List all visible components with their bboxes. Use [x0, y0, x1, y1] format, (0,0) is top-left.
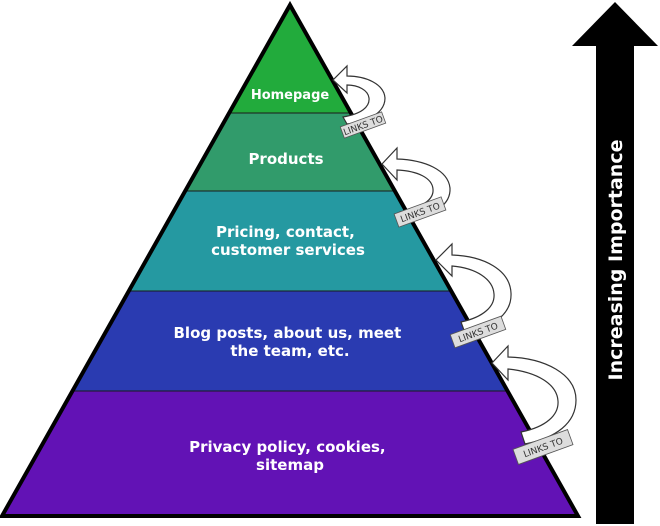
tier-label-blog: Blog posts, about us, meet the team, etc… — [174, 324, 407, 360]
up-arrow-icon — [572, 2, 658, 524]
importance-label: Increasing Importance — [605, 140, 627, 381]
increasing-importance-arrow: Increasing Importance — [572, 2, 658, 524]
tier-label-products: Products — [248, 150, 323, 168]
pyramid-outline — [0, 0, 582, 518]
tier-label-pricing: Pricing, contact, customer services — [211, 223, 365, 259]
tier-label-privacy: Privacy policy, cookies, sitemap — [189, 438, 391, 474]
tier-band-privacy — [2, 391, 578, 516]
tier-label-homepage: Homepage — [251, 88, 330, 103]
